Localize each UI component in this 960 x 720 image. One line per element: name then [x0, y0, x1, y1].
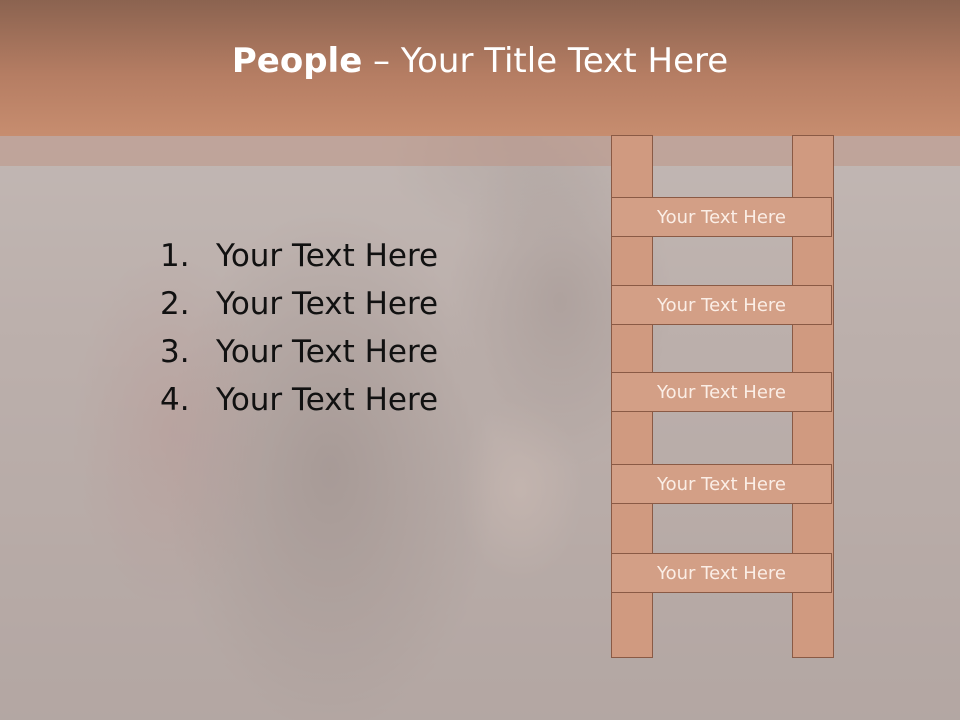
- list-number: 2.: [160, 286, 190, 322]
- list-item: 4. Your Text Here: [160, 376, 438, 424]
- title-bold-part: People: [231, 41, 363, 81]
- list-item: 2. Your Text Here: [160, 280, 438, 328]
- ladder-rung-4[interactable]: Your Text Here: [611, 464, 832, 504]
- ladder-rung-3[interactable]: Your Text Here: [611, 372, 832, 412]
- list-item: 3. Your Text Here: [160, 328, 438, 376]
- title-rest-part: – Your Title Text Here: [362, 41, 729, 81]
- list-item: 1. Your Text Here: [160, 232, 438, 280]
- list-number: 1.: [160, 238, 190, 274]
- ladder-rung-5[interactable]: Your Text Here: [611, 553, 832, 593]
- ladder-rung-1[interactable]: Your Text Here: [611, 197, 832, 237]
- list-number: 4.: [160, 382, 190, 418]
- title-bar: People – Your Title Text Here: [0, 0, 960, 136]
- list-number: 3.: [160, 334, 190, 370]
- ladder-rung-2[interactable]: Your Text Here: [611, 285, 832, 325]
- ladder-graphic: Your Text Here Your Text Here Your Text …: [611, 135, 834, 658]
- list-text: Your Text Here: [216, 382, 439, 418]
- list-text: Your Text Here: [216, 286, 439, 322]
- slide-title[interactable]: People – Your Title Text Here: [232, 41, 728, 81]
- numbered-list[interactable]: 1. Your Text Here 2. Your Text Here 3. Your…: [160, 232, 438, 424]
- list-text: Your Text Here: [216, 334, 439, 370]
- list-text: Your Text Here: [216, 238, 439, 274]
